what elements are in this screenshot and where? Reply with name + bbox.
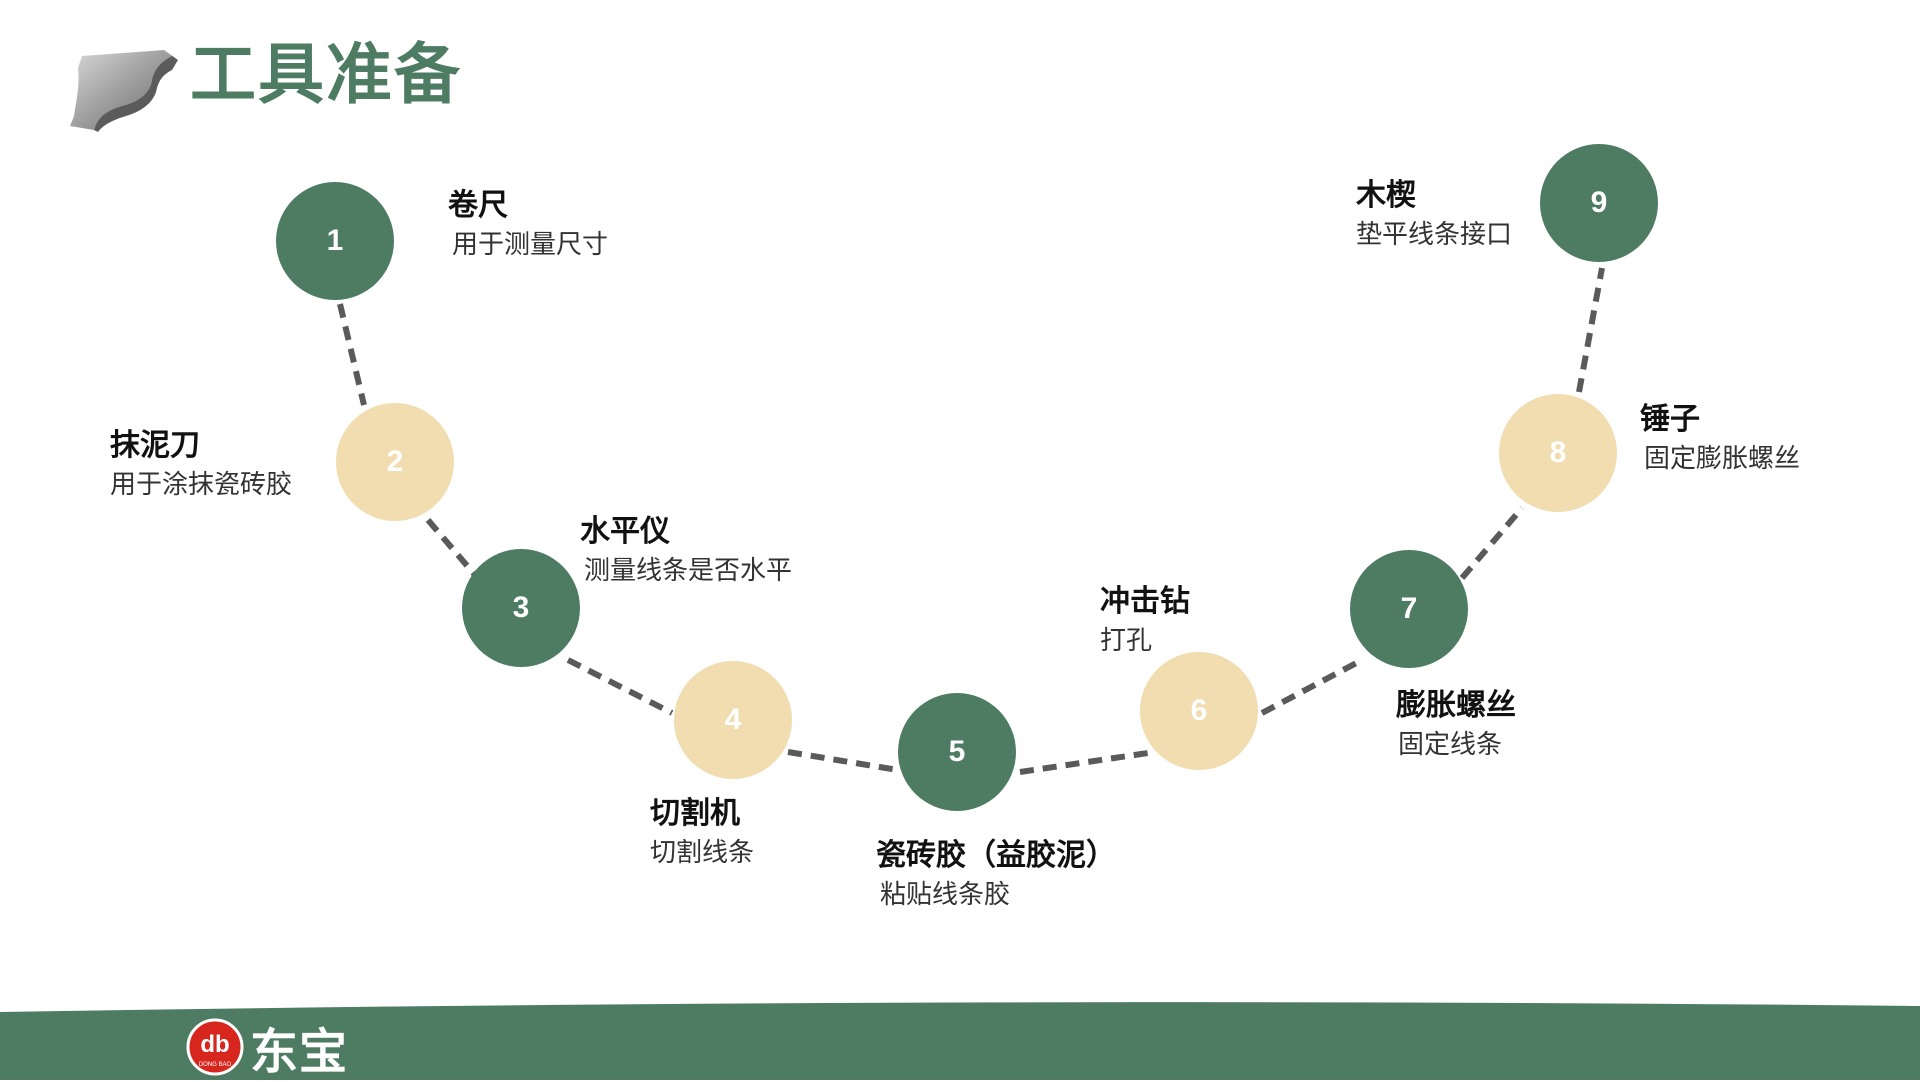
logo-text: db <box>200 1031 229 1058</box>
step-label-6: 冲击钻 打孔 <box>1100 582 1190 660</box>
step-number: 6 <box>1190 694 1208 727</box>
step-label-3: 水平仪 测量线条是否水平 <box>580 512 792 590</box>
brand: db DONG BAO 东宝 <box>186 1012 348 1082</box>
step-node-3: 3 <box>462 549 580 667</box>
step-name: 冲击钻 <box>1100 584 1190 619</box>
step-desc: 测量线条是否水平 <box>584 556 793 586</box>
step-node-7: 7 <box>1350 550 1468 668</box>
crown-molding-icon <box>70 50 178 132</box>
step-node-8: 8 <box>1499 394 1617 512</box>
step-number: 9 <box>1590 186 1608 219</box>
connector-8-9 <box>1576 267 1605 393</box>
step-label-1: 卷尺 用于测量尺寸 <box>448 186 608 264</box>
step-number: 1 <box>326 224 344 257</box>
step-label-5: 瓷砖胶（益胶泥） 粘贴线条胶 <box>876 836 1116 914</box>
step-name: 膨胀螺丝 <box>1396 688 1516 723</box>
logo-subtext: DONG BAO <box>199 1062 232 1068</box>
connector-5-6 <box>1019 750 1149 775</box>
connector-6-7 <box>1260 657 1364 716</box>
step-desc: 用于测量尺寸 <box>452 230 609 260</box>
step-name: 切割机 <box>650 796 740 831</box>
step-label-8: 锤子 固定膨胀螺丝 <box>1640 400 1800 478</box>
step-desc: 打孔 <box>1100 626 1153 656</box>
step-number: 8 <box>1549 436 1567 469</box>
footer-band <box>0 1002 1920 1080</box>
step-name: 卷尺 <box>448 188 508 223</box>
connector-2-3 <box>425 518 478 577</box>
brand-logo-icon: db DONG BAO <box>186 1018 244 1076</box>
step-desc: 固定线条 <box>1398 730 1503 760</box>
step-label-2: 抹泥刀 用于涂抹瓷砖胶 <box>110 426 292 504</box>
step-label-7: 膨胀螺丝 固定线条 <box>1396 686 1516 764</box>
step-name: 瓷砖胶（益胶泥） <box>876 838 1116 873</box>
connector-3-4 <box>566 657 674 716</box>
step-number: 5 <box>948 735 966 768</box>
step-number: 4 <box>724 703 742 736</box>
step-desc: 用于涂抹瓷砖胶 <box>110 470 293 500</box>
step-name: 锤子 <box>1640 402 1700 437</box>
step-desc: 垫平线条接口 <box>1356 220 1513 250</box>
step-node-1: 1 <box>276 182 394 300</box>
step-number: 7 <box>1400 592 1418 625</box>
page-title: 工具准备 <box>190 36 462 113</box>
step-desc: 固定膨胀螺丝 <box>1644 444 1801 474</box>
step-node-9: 9 <box>1540 144 1658 262</box>
step-number: 3 <box>512 591 530 624</box>
step-name: 抹泥刀 <box>110 428 200 463</box>
step-node-5: 5 <box>898 693 1016 811</box>
connector-4-5 <box>787 749 899 773</box>
step-desc: 粘贴线条胶 <box>880 880 1011 910</box>
connector-7-8 <box>1459 506 1525 580</box>
step-number: 2 <box>386 445 404 478</box>
connector-1-2 <box>337 303 367 406</box>
step-node-6: 6 <box>1140 652 1258 770</box>
step-desc: 切割线条 <box>650 838 755 868</box>
step-node-4: 4 <box>674 661 792 779</box>
step-name: 木楔 <box>1356 178 1416 213</box>
step-node-2: 2 <box>336 403 454 521</box>
step-label-9: 木楔 垫平线条接口 <box>1356 176 1512 254</box>
brand-name: 东宝 <box>250 1024 349 1080</box>
step-label-4: 切割机 切割线条 <box>650 794 754 872</box>
step-name: 水平仪 <box>580 514 670 549</box>
